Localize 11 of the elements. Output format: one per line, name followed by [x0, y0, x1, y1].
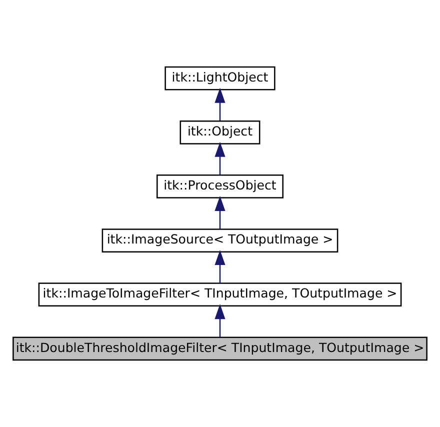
- node-box: itk::LightObject: [164, 66, 276, 90]
- arrow: [214, 304, 226, 337]
- node-box: itk::ImageToImageFilter< TInputImage, TOutputImage >: [38, 282, 402, 307]
- arrow: [214, 88, 226, 121]
- node-box: itk::DoubleThresholdImageFilter< TInputImage, TOutputImage >: [12, 336, 428, 361]
- node-box: itk::ProcessObject: [156, 174, 284, 198]
- arrow: [214, 196, 226, 229]
- node-box: itk::ImageSource< TOutputImage >: [102, 228, 338, 252]
- arrow: [214, 250, 226, 283]
- node-box: itk::Object: [180, 120, 260, 144]
- arrow: [214, 142, 226, 175]
